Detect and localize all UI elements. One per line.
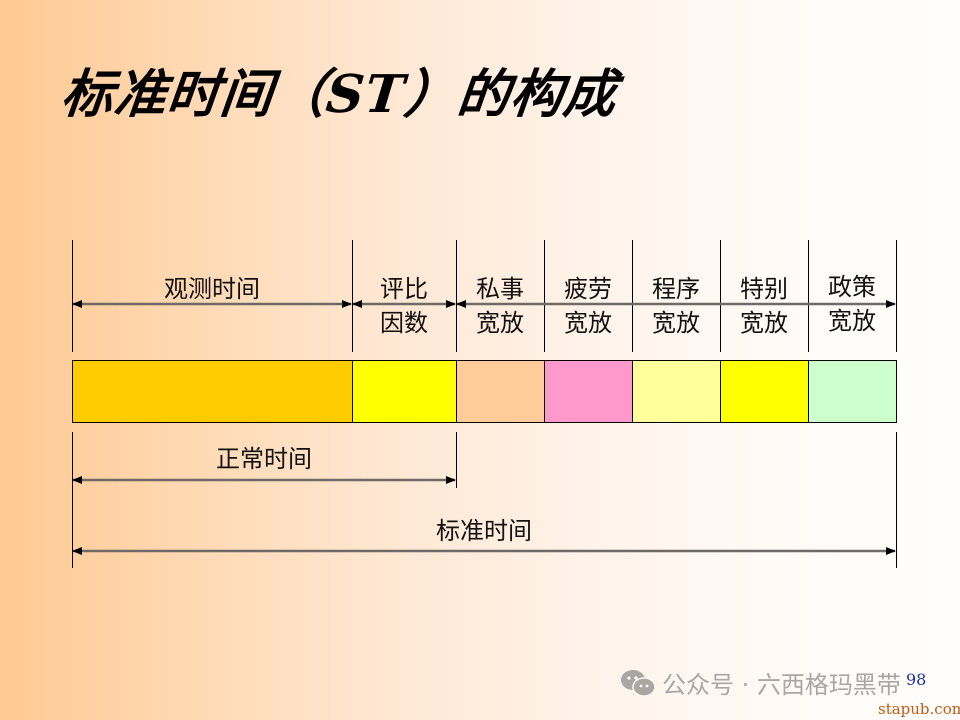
segment-observed-time: [72, 360, 353, 423]
label-personal-allowance: 私事 宽放: [476, 275, 524, 337]
label-standard-time: 标准时间: [436, 517, 532, 545]
divider: [720, 240, 721, 352]
label-rating-factor: 评比 因数: [380, 275, 428, 337]
label-observed-time: 观测时间: [164, 275, 260, 303]
divider: [352, 240, 353, 352]
wechat-icon: [621, 669, 656, 697]
divider: [456, 432, 457, 488]
page-number: 98: [906, 670, 927, 689]
segment-fatigue-allowance: [544, 360, 633, 423]
site-watermark: stapub.com: [878, 700, 960, 718]
segment-policy-allowance: [808, 360, 897, 423]
divider: [896, 432, 897, 568]
label-fatigue-allowance: 疲劳 宽放: [564, 275, 612, 337]
divider: [72, 432, 73, 568]
label-normal-time: 正常时间: [216, 445, 312, 473]
divider: [896, 240, 897, 352]
divider: [456, 240, 457, 352]
label-policy-allowance: 政策 宽放: [828, 273, 876, 335]
divider: [632, 240, 633, 352]
watermark-text: 公众号 · 六西格玛黑带: [662, 671, 901, 699]
divider: [72, 240, 73, 352]
label-special-allowance: 特别 宽放: [740, 275, 788, 337]
segment-procedure-allowance: [632, 360, 721, 423]
segment-rating-factor: [352, 360, 457, 423]
segment-personal-allowance: [456, 360, 545, 423]
label-procedure-allowance: 程序 宽放: [652, 275, 700, 337]
divider: [808, 240, 809, 352]
segment-special-allowance: [720, 360, 809, 423]
watermark: 公众号 · 六西格玛黑带: [620, 665, 901, 700]
divider: [544, 240, 545, 352]
